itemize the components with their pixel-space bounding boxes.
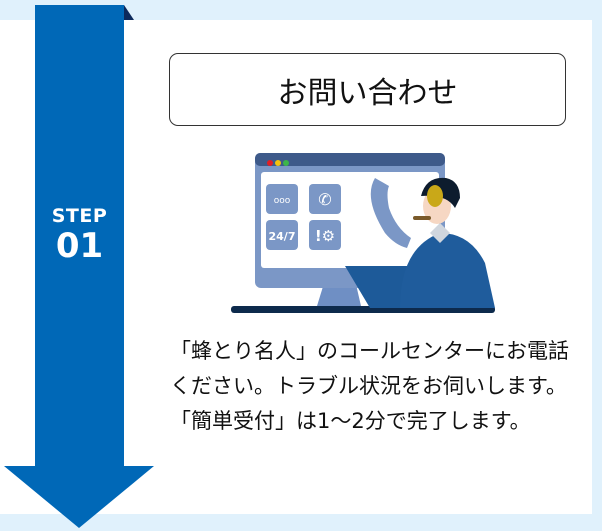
step-number: 01 [55,226,104,266]
call-center-operator-illustration: 24/7 !⚙ ✆ ooo [231,153,495,313]
svg-text:✆: ✆ [318,190,331,209]
close-dot-icon [267,160,273,166]
phone-icon [309,184,341,214]
step-label: STEP [51,205,108,227]
step-description: 「蜂とり名人」のコールセンターにお電話ください。トラブル状況をお伺いします。「簡… [170,339,569,433]
operator-body [400,233,495,308]
step-title: お問い合わせ [169,53,566,126]
24-7-icon [266,220,298,250]
step-arrow-band [35,5,124,467]
ribbon-fold [124,5,134,20]
chat-icon [266,184,298,214]
svg-text:ooo: ooo [274,196,291,206]
arrow-down-icon [4,466,154,528]
step-indicator: STEP 01 [35,205,124,263]
svg-text:!⚙: !⚙ [315,227,335,245]
headset-icon [427,185,443,207]
alert-gear-icon [309,220,341,250]
svg-text:24/7: 24/7 [269,230,296,243]
handset-icon [370,178,411,248]
